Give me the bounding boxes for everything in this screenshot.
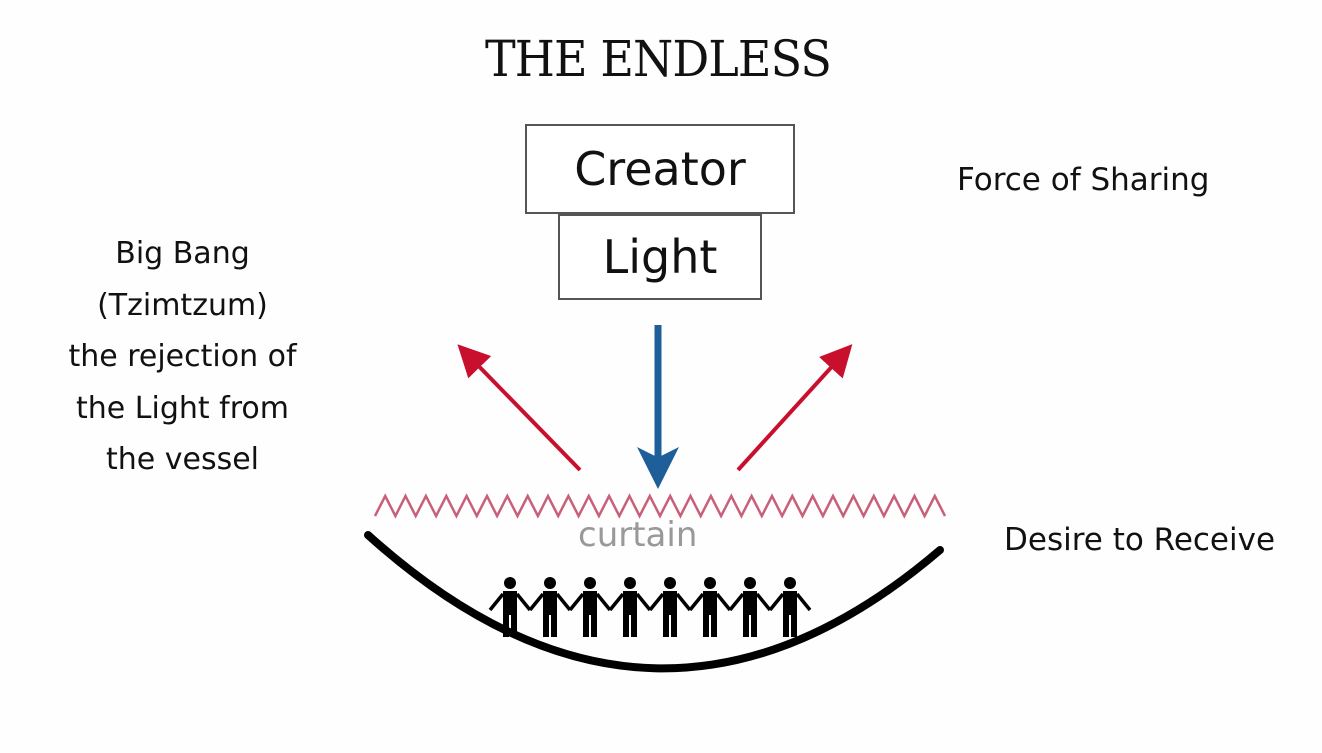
right-red-arrow [736, 344, 853, 472]
description-line: (Tzimtzum) [97, 287, 268, 323]
description-line: Big Bang [115, 236, 250, 271]
page-title: THE ENDLESS [485, 30, 832, 88]
desire-to-receive-label: Desire to Receive [1004, 522, 1276, 558]
person-icon [488, 577, 532, 637]
description-line: the vessel [105, 442, 260, 477]
curtain-label: curtain [578, 515, 698, 555]
person-icon [528, 577, 572, 637]
description-line: the rejection of [68, 339, 297, 374]
person-icon [768, 577, 812, 637]
curtain-wave [373, 493, 947, 519]
force-of-sharing-label: Force of Sharing [957, 162, 1210, 198]
people-group [488, 577, 812, 637]
description-line: the Light from [76, 390, 289, 426]
vessel-arc [364, 531, 944, 673]
person-icon [568, 577, 612, 637]
person-icon [728, 577, 772, 637]
left-red-arrow [457, 344, 582, 472]
person-icon [608, 577, 652, 637]
person-icon [688, 577, 732, 637]
creator-box: Creator [525, 124, 795, 214]
big-bang-description: Big Bang (Tzimtzum) the rejection of the… [30, 228, 335, 486]
person-icon [648, 577, 692, 637]
light-box: Light [558, 214, 762, 300]
